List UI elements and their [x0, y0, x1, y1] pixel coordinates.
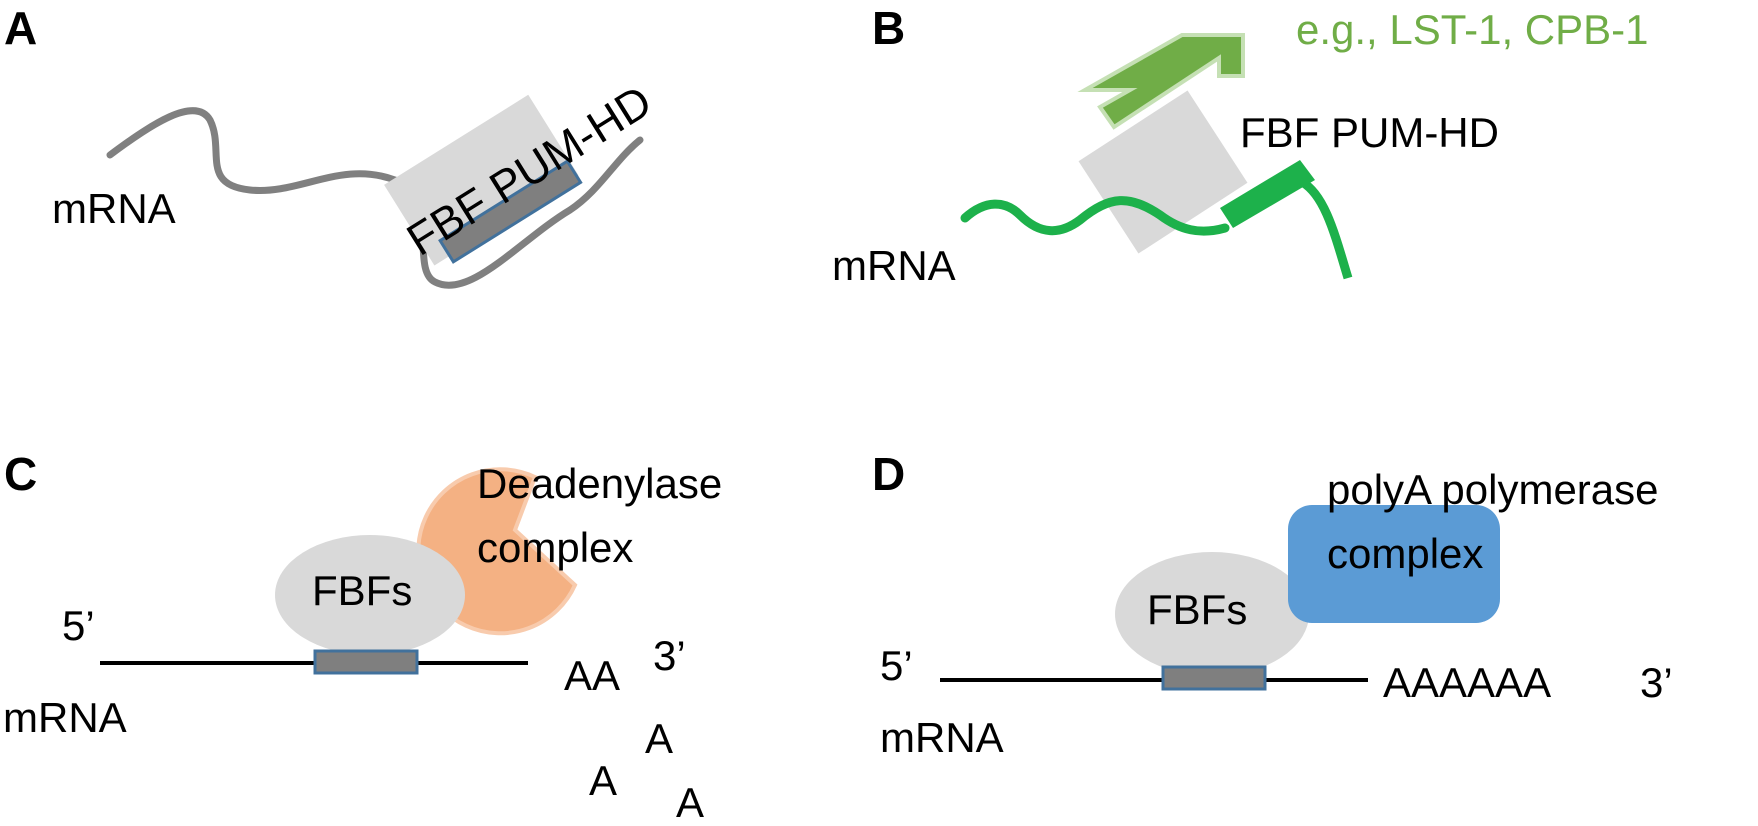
panel-d-letter: D — [872, 448, 905, 500]
panel-d-three-prime: 3’ — [1640, 659, 1673, 706]
panel-c-complex-line2: complex — [477, 524, 633, 571]
panel-b-letter: B — [872, 2, 905, 54]
panel-d-complex-line1: polyA polymerase — [1327, 466, 1659, 513]
panel-c-letter: C — [4, 448, 37, 500]
panel-d-polya-tail: AAAAAA — [1383, 659, 1551, 706]
panel-d-binding-site — [1161, 665, 1267, 691]
panel-d-polymerase-complex — [1288, 505, 1500, 623]
panel-c-polya-tail: AA — [564, 652, 620, 699]
panel-b-binding-site — [1220, 160, 1315, 228]
panel-d-fbfs-blob — [1115, 552, 1309, 676]
panel-c-released-a: A — [589, 757, 617, 804]
panel-a-binding-site — [438, 159, 583, 264]
panel-a-letter: A — [4, 2, 37, 54]
panel-c-mrna-label: mRNA — [3, 694, 127, 741]
panel-c-released-a: A — [676, 779, 704, 826]
panel-c-fbfs-label: FBFs — [312, 567, 412, 614]
panel-b-mrna-tail — [1299, 178, 1353, 280]
panel-d-complex-line2: complex — [1327, 530, 1483, 577]
panel-c-three-prime: 3’ — [653, 632, 686, 679]
panel-c-five-prime: 5’ — [62, 602, 95, 649]
panel-b-mrna-strand — [960, 196, 1230, 236]
panel-b-partner-label: e.g., LST-1, CPB-1 — [1296, 6, 1649, 53]
panel-d-fbfs-label: FBFs — [1147, 586, 1247, 633]
panel-a-protein-box — [384, 94, 579, 266]
panel-c-released-a: A — [645, 715, 673, 762]
panel-b-protein-box — [1078, 90, 1248, 254]
panel-c-fbfs-blob — [275, 535, 465, 655]
panel-b-protein-label: FBF PUM-HD — [1240, 109, 1499, 156]
panel-b-mrna-label: mRNA — [832, 242, 956, 289]
panel-d-five-prime: 5’ — [880, 642, 913, 689]
panel-c-binding-site — [313, 649, 419, 675]
panel-a-mrna-label: mRNA — [52, 185, 176, 232]
panel-d-mrna-label: mRNA — [880, 714, 1004, 761]
panel-b-partner-protein — [1077, 33, 1245, 130]
panel-b-protein-box-group — [1078, 90, 1248, 254]
panel-c-complex-line1: Deadenylase — [477, 460, 722, 507]
